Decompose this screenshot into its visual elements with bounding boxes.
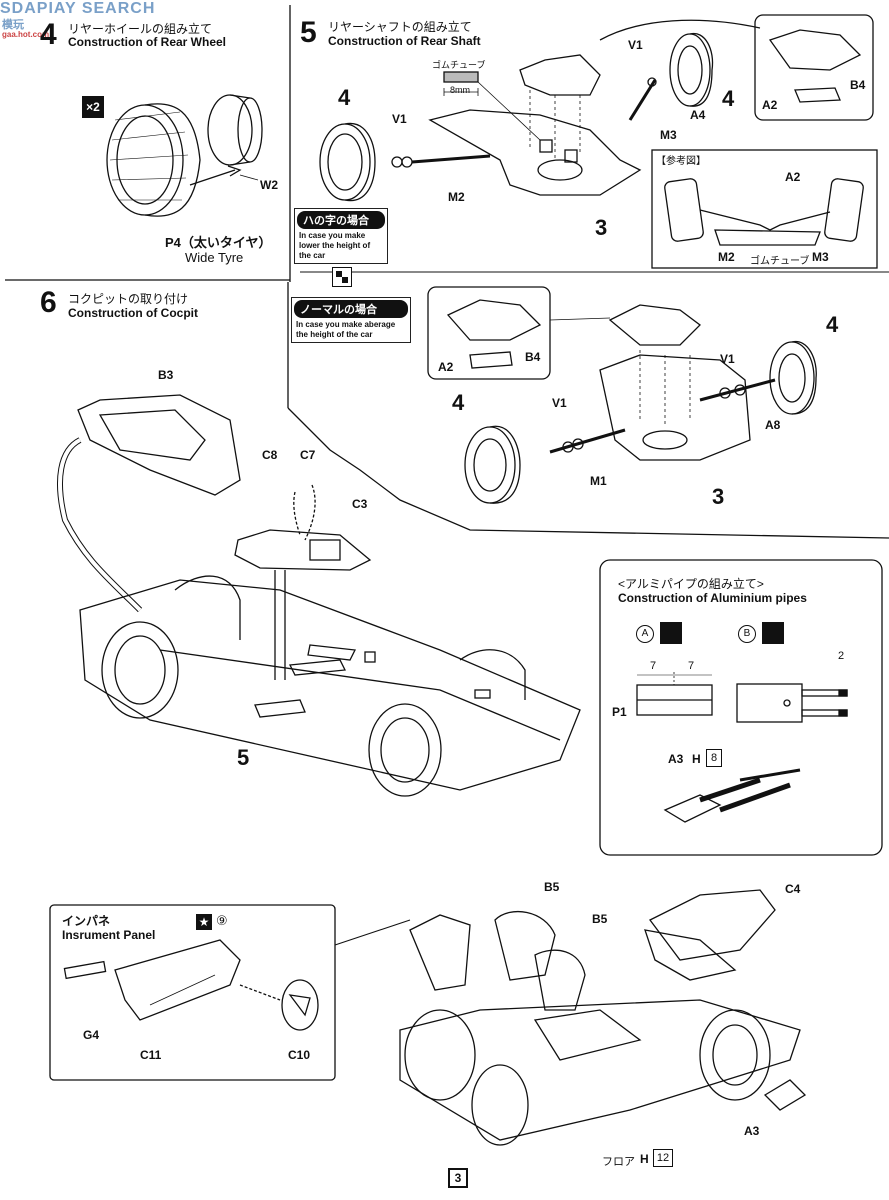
label-c11: C11 <box>140 1048 162 1062</box>
case-normal-en: In case you make aberage the height of t… <box>296 320 396 339</box>
label-b3: B3 <box>158 368 174 382</box>
label-wide-tyre: Wide Tyre <box>185 250 244 265</box>
alu-variant-a-icon <box>660 622 682 644</box>
label-p1: P1 <box>612 705 627 719</box>
label-c7: C7 <box>300 448 316 462</box>
normal-label-v1c: V1 <box>720 352 735 366</box>
watermark-url: gaa.hot.com <box>2 30 50 39</box>
ref-label-m3: M3 <box>812 250 829 264</box>
rear-shaft-drawing <box>319 14 878 269</box>
normal-label-step4-ref-c: 4 <box>826 312 839 337</box>
ref-label-a2: A2 <box>785 170 801 184</box>
label-h-alu: H <box>692 752 701 766</box>
instrument-panel-drawing <box>63 939 319 1031</box>
normal-label-step4-ref-d: 4 <box>452 390 465 415</box>
ref-label-m2: M2 <box>718 250 735 264</box>
label-b5-b: B5 <box>592 912 608 926</box>
normal-shaft-drawing <box>427 286 817 504</box>
step5-title-en: Construction of Rear Shaft <box>328 34 481 48</box>
label-m3: M3 <box>660 128 677 142</box>
label-g4: G4 <box>83 1028 100 1042</box>
step4-number: 4 <box>40 18 57 51</box>
reference-label: 【参考図】 <box>656 156 706 167</box>
paint-number: ⑨ <box>216 913 228 928</box>
label-a3-floor: A3 <box>744 1124 760 1138</box>
rubber-tube-label: ゴムチューブ <box>432 60 486 70</box>
cockpit-drawing <box>57 394 581 797</box>
step4-title-jp: リヤーホイールの組み立て <box>68 22 213 36</box>
step5-title-jp: リヤーシャフトの組み立て <box>328 20 472 34</box>
alu-title-jp: <アルミパイプの組み立て> <box>618 577 764 591</box>
label-v1-a: V1 <box>392 112 407 126</box>
label-a3-alu: A3 <box>668 752 684 766</box>
label-c4: C4 <box>785 882 801 896</box>
normal-label-v1d: V1 <box>552 396 567 410</box>
floor-label: フロア <box>602 1156 635 1168</box>
alu-variant-a: A <box>636 625 654 643</box>
rear-wheel-drawing <box>106 94 263 217</box>
alu-title-en: Construction of Aluminium pipes <box>618 591 807 605</box>
inst-title-jp: インパネ <box>62 914 111 928</box>
alu-variant-b-icon <box>762 622 784 644</box>
label-c10: C10 <box>288 1048 311 1062</box>
normal-label-step3-ref-b: 3 <box>712 484 725 509</box>
case-normal-jp: ノーマルの場合 <box>294 300 408 318</box>
label-v1-b: V1 <box>628 38 643 52</box>
step6-number: 6 <box>40 286 57 319</box>
alternate-icon <box>332 267 352 287</box>
alu-box-frame <box>599 559 883 856</box>
case-lower-en: In case you make lower the height of the… <box>299 231 371 260</box>
step6-title-jp: コクピットの取り付け <box>68 292 189 306</box>
step4-title-en: Construction of Rear Wheel <box>68 35 227 49</box>
dim-2: 2 <box>838 650 845 662</box>
alu-variant-b: B <box>738 625 756 643</box>
quantity-badge: ×2 <box>82 96 104 118</box>
label-step4-ref-a: 4 <box>338 85 351 110</box>
ref-label-tube: ゴムチューブ <box>750 256 810 267</box>
step6-title-en: Construction of Cocpit <box>68 306 198 320</box>
inst-box-frame <box>49 904 336 1081</box>
h-number-floor: 12 <box>653 1149 673 1167</box>
label-h-floor: H <box>640 1152 649 1166</box>
dim-7-b: 7 <box>688 660 695 672</box>
label-a2: A2 <box>762 98 778 112</box>
case-lower-jp: ハの字の場合 <box>297 211 385 229</box>
label-m2: M2 <box>448 190 465 204</box>
label-c8: C8 <box>262 448 278 462</box>
step5-number: 5 <box>300 16 317 49</box>
rubber-tube-length: 8mm <box>450 85 470 95</box>
label-b4: B4 <box>850 78 866 92</box>
label-c3: C3 <box>352 497 368 511</box>
inst-title-en: Insrument Panel <box>62 928 156 942</box>
dim-7-a: 7 <box>650 660 657 672</box>
label-step5-ref: 5 <box>237 745 250 770</box>
label-b5-a: B5 <box>544 880 560 894</box>
label-a4: A4 <box>690 108 706 122</box>
label-step4-ref-b: 4 <box>722 86 735 111</box>
h-number-alu: 8 <box>706 749 722 767</box>
page-number: 3 <box>448 1168 468 1188</box>
normal-label-a8: A8 <box>765 418 781 432</box>
label-p4: P4（太いタイヤ） <box>165 235 272 250</box>
paint-star-icon: ★ <box>196 914 212 930</box>
normal-label-b4: B4 <box>525 350 541 364</box>
bottom-assembly-drawing <box>399 889 807 1146</box>
normal-label-a2: A2 <box>438 360 454 374</box>
watermark-side: 模玩 <box>2 19 24 31</box>
watermark-text: SDAPIAY SEARCH <box>0 0 156 17</box>
aluminium-pipe-drawing <box>636 672 848 823</box>
case-lower-tag: ハの字の場合 In case you make lower the height… <box>294 208 388 264</box>
label-w2: W2 <box>260 178 278 192</box>
case-normal-tag: ノーマルの場合 In case you make aberage the hei… <box>291 297 411 343</box>
normal-label-m1: M1 <box>590 474 607 488</box>
label-step3-ref-a: 3 <box>595 215 608 240</box>
